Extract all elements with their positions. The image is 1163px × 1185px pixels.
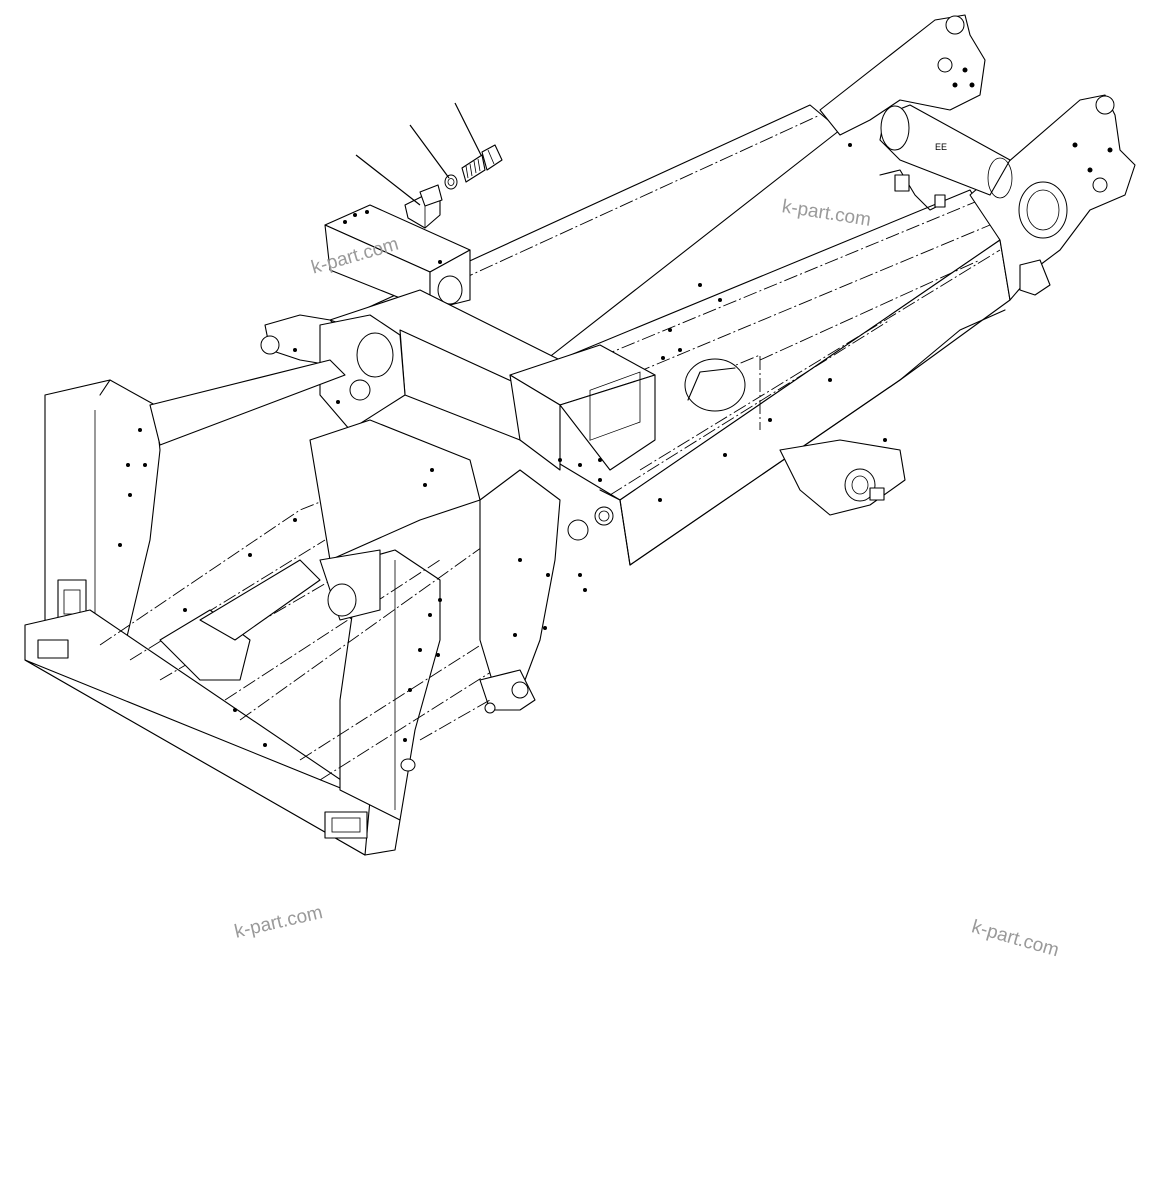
svg-text:EE: EE xyxy=(935,142,947,152)
exploded-parts xyxy=(355,102,503,229)
bolt-part xyxy=(461,144,503,183)
bracket-leader xyxy=(355,154,421,206)
bolt-leader xyxy=(454,102,482,156)
rear-frame xyxy=(24,359,561,856)
bracket-part xyxy=(404,184,443,229)
washer-part xyxy=(444,174,458,190)
washer-leader xyxy=(409,124,450,179)
rear-cross-member xyxy=(260,204,561,441)
front-towers: EE xyxy=(819,14,1136,301)
front-lower-details xyxy=(578,143,906,592)
centre-hinge-box xyxy=(509,344,656,541)
